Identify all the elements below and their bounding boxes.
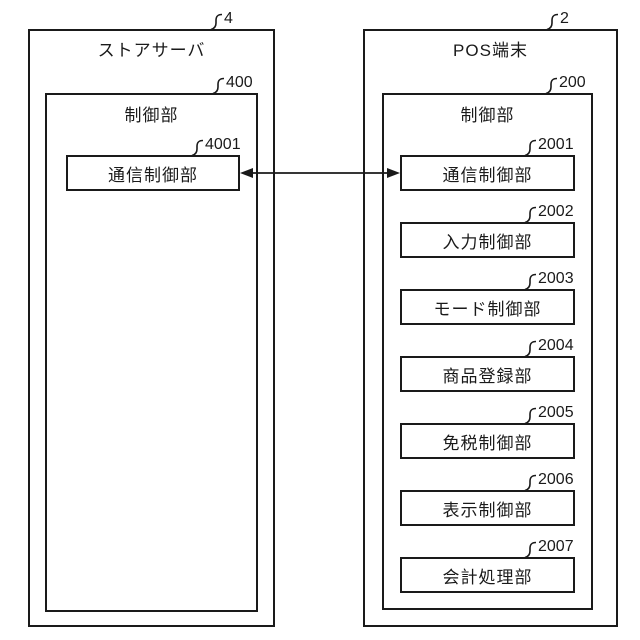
- ref-number: 200: [559, 74, 586, 91]
- ref-label-2007: 2007: [524, 538, 574, 558]
- pos-terminal-title: POS端末: [453, 41, 528, 60]
- store-server-control-unit-title: 制御部: [124, 106, 179, 125]
- module-box-tax-exemption-control: 免税制御部: [400, 423, 575, 459]
- store-server-control-unit-box: [45, 93, 258, 612]
- module-box-display-control: 表示制御部: [400, 490, 575, 526]
- ref-number: 2004: [538, 337, 574, 354]
- ref-number: 2: [560, 10, 569, 27]
- lead-line-hook-icon: [524, 206, 537, 223]
- ref-label-4001: 4001: [191, 136, 241, 156]
- ref-label-400: 400: [212, 74, 253, 94]
- pos-control-unit-box: [382, 93, 593, 610]
- lead-line-hook-icon: [545, 77, 558, 94]
- ref-number: 2006: [538, 471, 574, 488]
- ref-label-2002: 2002: [524, 203, 574, 223]
- lead-line-hook-icon: [524, 139, 537, 156]
- module-box-mode-control: モード制御部: [400, 289, 575, 325]
- ref-number: 4: [224, 10, 233, 27]
- lead-line-hook-icon: [210, 13, 223, 30]
- ref-number: 400: [226, 74, 253, 91]
- module-box-accounting-process: 会計処理部: [400, 557, 575, 593]
- lead-line-hook-icon: [524, 474, 537, 491]
- ref-label-2003: 2003: [524, 270, 574, 290]
- ref-number: 2003: [538, 270, 574, 287]
- ref-number: 2007: [538, 538, 574, 555]
- ref-number: 2001: [538, 136, 574, 153]
- lead-line-hook-icon: [191, 139, 204, 156]
- lead-line-hook-icon: [546, 13, 559, 30]
- ref-label-2006: 2006: [524, 471, 574, 491]
- ref-label-200: 200: [545, 74, 586, 94]
- pos-terminal-box: [363, 29, 618, 627]
- ref-label-2001: 2001: [524, 136, 574, 156]
- pos-control-unit-title: 制御部: [460, 106, 515, 125]
- ref-number: 2005: [538, 404, 574, 421]
- module-box-comm-control: 通信制御部: [400, 155, 575, 191]
- lead-line-hook-icon: [524, 273, 537, 290]
- store-server-box: [28, 29, 275, 627]
- lead-line-hook-icon: [524, 340, 537, 357]
- ref-number: 2002: [538, 203, 574, 220]
- module-box-input-control: 入力制御部: [400, 222, 575, 258]
- double-arrow-connector-icon: [240, 168, 400, 178]
- lead-line-hook-icon: [524, 407, 537, 424]
- ref-label-4: 4: [210, 10, 233, 30]
- ref-label-2004: 2004: [524, 337, 574, 357]
- ref-label-2: 2: [546, 10, 569, 30]
- ref-number: 4001: [205, 136, 241, 153]
- module-box-comm-control-server: 通信制御部: [66, 155, 240, 191]
- module-box-item-registration: 商品登録部: [400, 356, 575, 392]
- lead-line-hook-icon: [524, 541, 537, 558]
- ref-label-2005: 2005: [524, 404, 574, 424]
- store-server-title: ストアサーバ: [97, 41, 206, 60]
- lead-line-hook-icon: [212, 77, 225, 94]
